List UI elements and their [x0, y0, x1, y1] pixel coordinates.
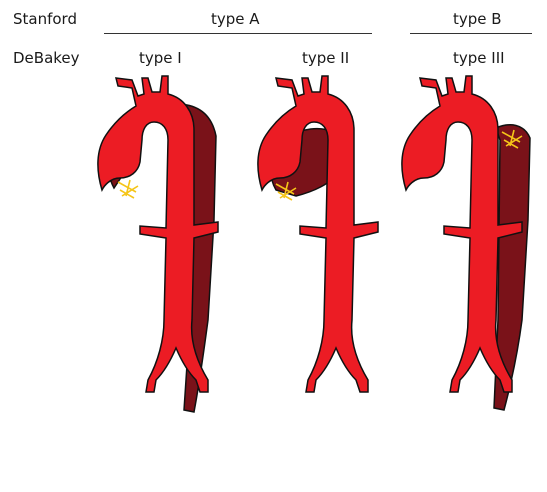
aorta-type-1: [98, 76, 218, 412]
intimal-tear-arrows-type-1: [118, 180, 138, 198]
aorta-type-2: [258, 76, 378, 392]
aorta-type-3: [402, 76, 530, 410]
